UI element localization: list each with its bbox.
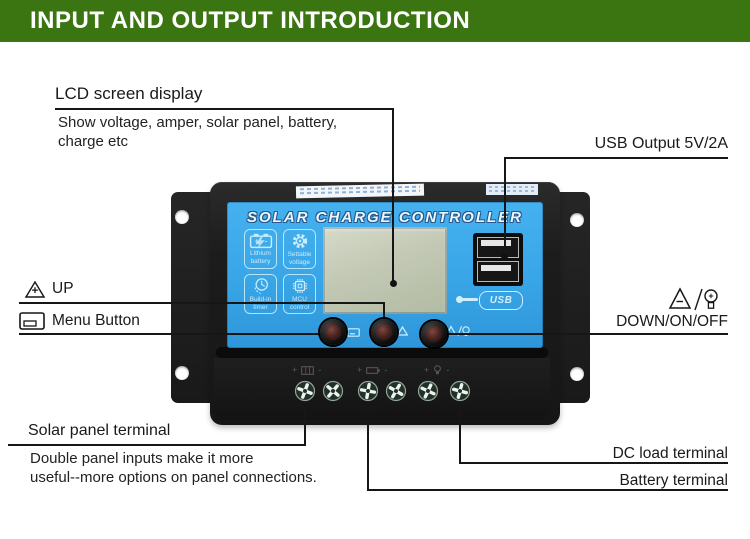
usb-port-bottom (477, 261, 519, 283)
menu-callout-label: Menu Button (52, 312, 140, 329)
feature-mcu-control: MCU control (283, 274, 316, 314)
up-triangle-icon (397, 326, 408, 336)
feature-build-in-timer: Build-in timer (244, 274, 277, 314)
usb-ports (473, 233, 523, 286)
down-on-off-button-device (421, 321, 447, 347)
feature-lithium-battery: + - Lithium battery (244, 229, 277, 269)
up-callout-label: UP (52, 280, 74, 297)
menu-icon (347, 328, 360, 337)
solar-polarity-marking: + - (292, 365, 322, 375)
label-sticker-small (486, 184, 538, 195)
terminal-block (214, 358, 550, 420)
triangle-minus-and-bulb-icon (668, 287, 718, 311)
svg-text:+: + (254, 236, 258, 245)
lamp-icon (434, 365, 442, 375)
triangle-plus-icon (25, 280, 45, 298)
menu-callout-line (19, 333, 334, 335)
battery-callout-label: Battery terminal (619, 472, 728, 489)
mounting-hole (570, 213, 584, 227)
feature-label: Build-in timer (249, 296, 272, 311)
down-callout-line (436, 333, 728, 335)
load-polarity-marking: + - (424, 365, 450, 375)
menu-screen-icon (19, 312, 45, 330)
lcd-callout-dot (390, 280, 397, 287)
up-callout: UP (25, 280, 74, 298)
terminal-screw-battery-plus (357, 380, 379, 402)
clock-icon (253, 278, 268, 295)
lcd-screen (323, 227, 447, 314)
feature-settable-voltage: Settable voltage (283, 229, 316, 269)
menu-callout: Menu Button (19, 312, 140, 330)
svg-text:-: - (265, 236, 268, 245)
terminal-screw-battery-minus (385, 380, 407, 402)
usb-callout-label: USB Output 5V/2A (594, 135, 728, 152)
up-button-device (371, 319, 397, 345)
terminal-screw-solar-minus (322, 380, 344, 402)
battery-callout-line (367, 489, 728, 491)
terminal-screw-load-minus (449, 380, 471, 402)
dc-load-callout-line (459, 400, 461, 464)
header-bar: INPUT AND OUTPUT INTRODUCTION (0, 0, 750, 42)
solar-callout-line (304, 398, 306, 446)
menu-button-device (320, 319, 346, 345)
feature-label: Settable voltage (287, 251, 312, 266)
feature-badges: + - Lithium battery Settable voltage (244, 229, 316, 314)
usb-logo: USB (479, 291, 523, 310)
down-callout-icons (668, 287, 720, 312)
lcd-callout-line (55, 108, 394, 110)
dc-load-callout-line (459, 462, 728, 464)
solar-callout-title: Solar panel terminal (28, 422, 171, 439)
mounting-hole (175, 366, 189, 380)
solar-callout-line (8, 444, 306, 446)
solar-callout-description: Double panel inputs make it more useful-… (30, 450, 317, 486)
dc-load-callout-label: DC load terminal (612, 445, 728, 462)
usb-plug-icon (456, 296, 478, 303)
usb-port-top (477, 236, 519, 258)
usb-callout-line (504, 157, 728, 159)
feature-label: Lithium battery (250, 250, 271, 265)
body-groove (216, 347, 548, 358)
terminal-screw-load-plus (417, 380, 439, 402)
battery-polarity-marking: + - (357, 365, 388, 375)
panel-title: SOLAR CHARGE CONTROLLER (247, 209, 523, 226)
down-triangle-bulb-icon (446, 325, 470, 337)
down-callout-label: DOWN/ON/OFF (616, 313, 728, 330)
feature-label: MCU control (289, 296, 310, 311)
lcd-callout-line (392, 108, 394, 284)
page-title: INPUT AND OUTPUT INTRODUCTION (30, 7, 471, 34)
mounting-hole (570, 367, 584, 381)
usb-callout-dot (501, 253, 508, 260)
mounting-hole (175, 210, 189, 224)
up-callout-line (19, 302, 385, 304)
lcd-callout-description: Show voltage, amper, solar panel, batter… (58, 114, 338, 150)
up-callout-line (383, 302, 385, 332)
battery-terminal-icon (366, 367, 380, 374)
usb-callout-line (504, 157, 506, 257)
battery-icon: + - (249, 233, 272, 249)
solar-panel-icon (301, 365, 315, 375)
terminal-screw-solar-plus (294, 380, 316, 402)
gear-icon (292, 233, 307, 249)
lcd-callout-title: LCD screen display (55, 84, 203, 103)
chip-icon (292, 278, 307, 294)
battery-callout-line (367, 400, 369, 491)
